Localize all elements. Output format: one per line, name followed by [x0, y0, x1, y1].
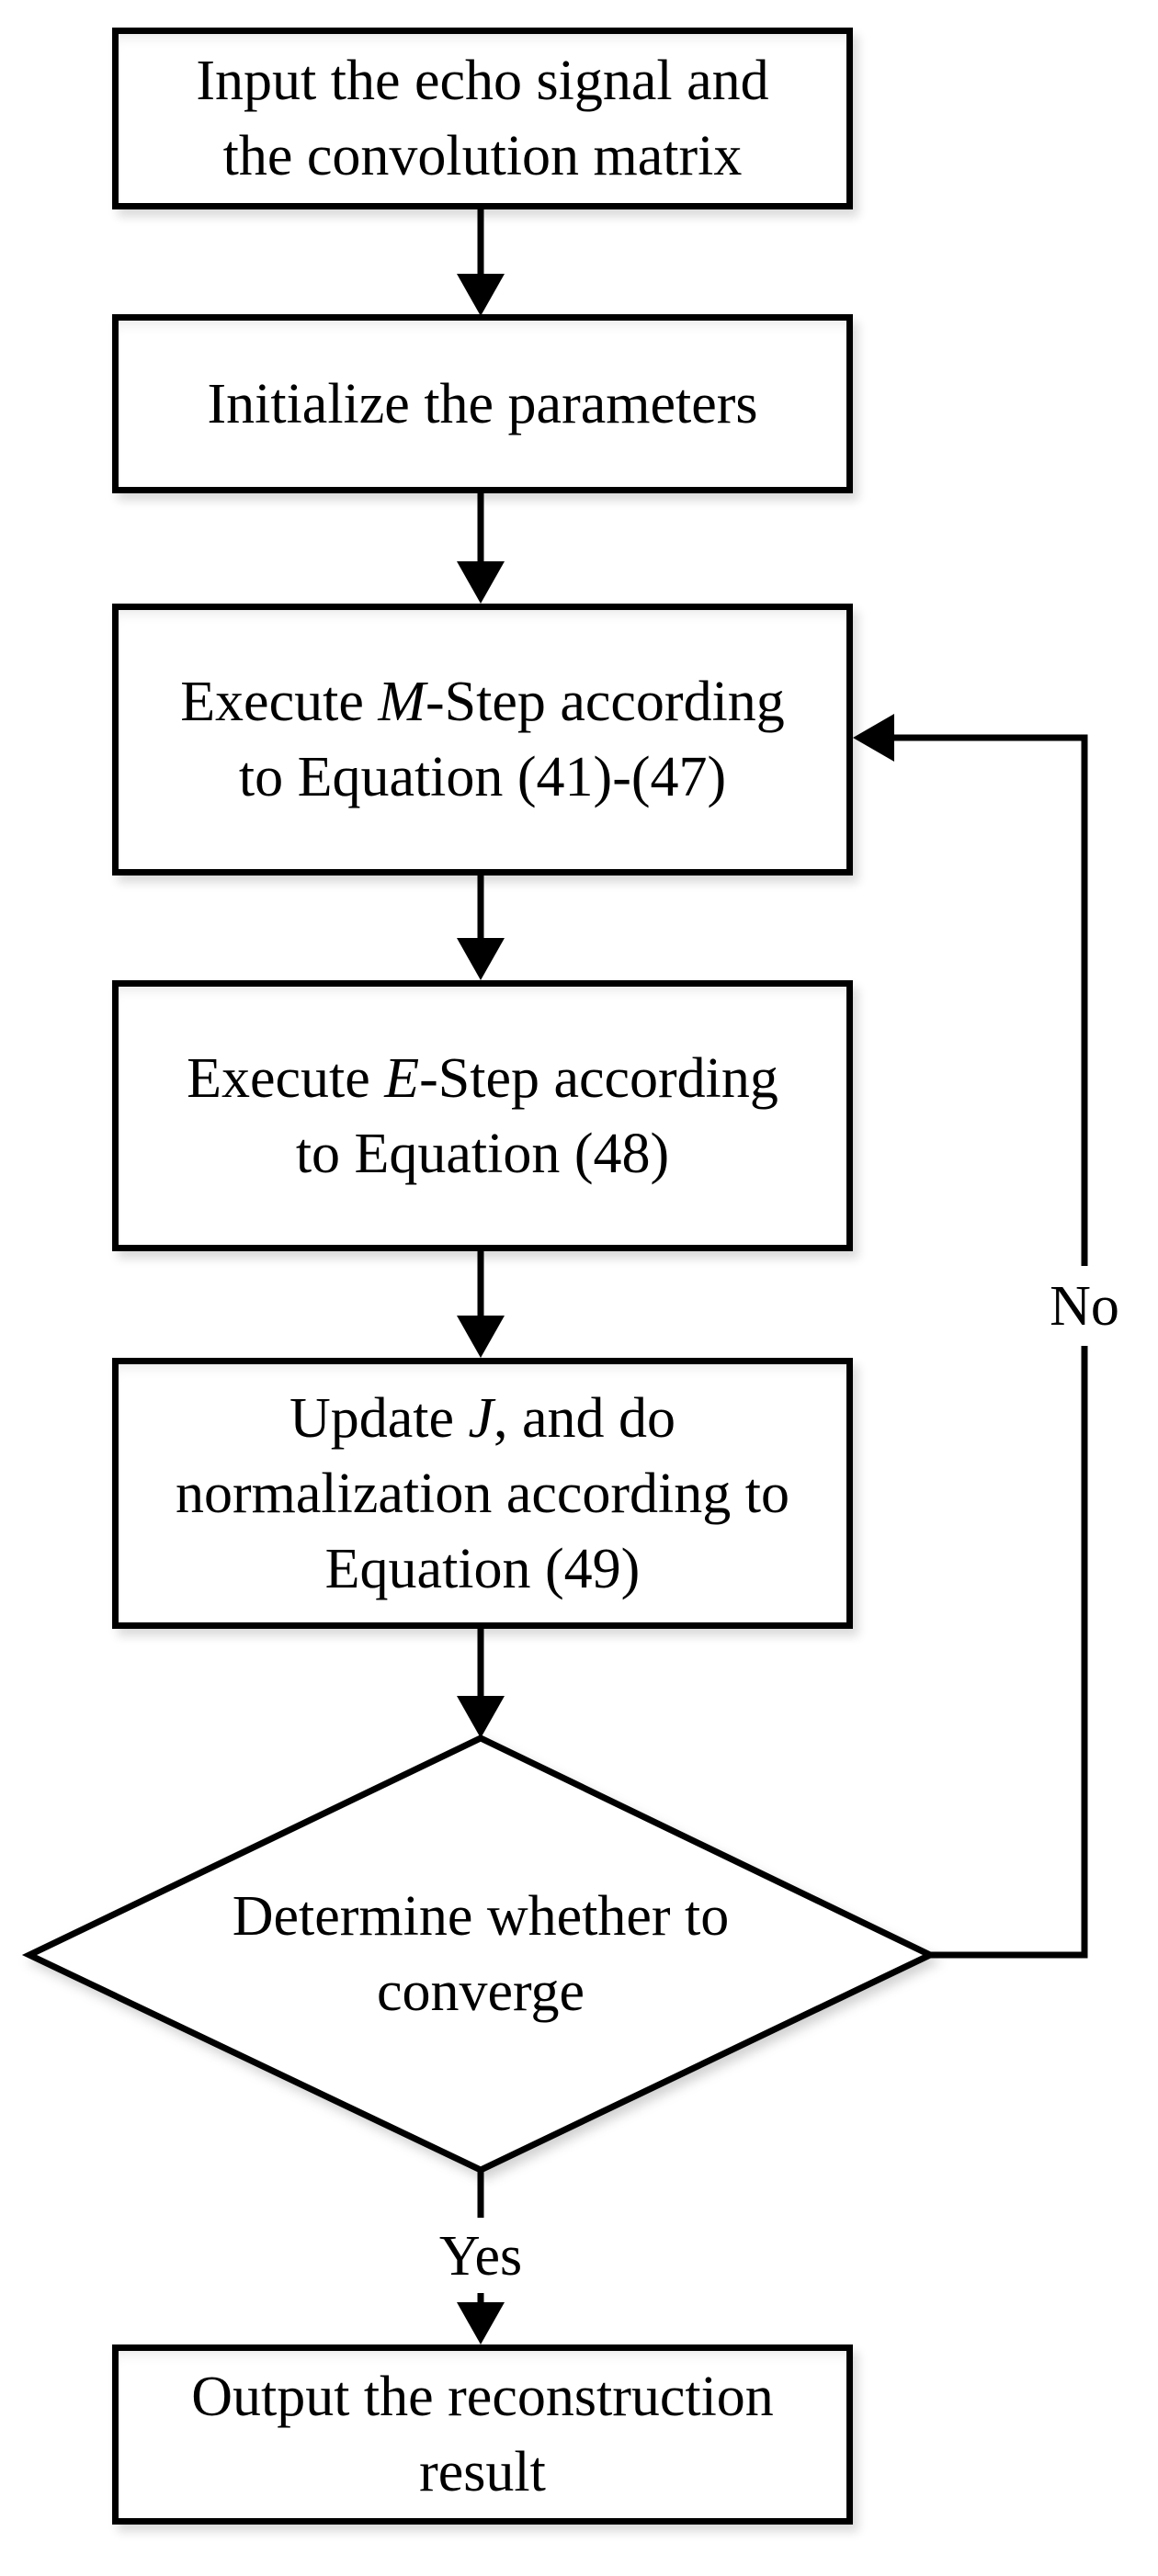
m-step-label-line1: Execute M-Step according: [180, 664, 785, 740]
e-step-label-post: -Step according: [419, 1046, 778, 1110]
e-step-label-line1: Execute E-Step according: [187, 1041, 778, 1116]
output-label-line1: Output the reconstruction: [191, 2366, 774, 2428]
update-label-line2: normalization according to: [176, 1462, 789, 1525]
decision-label: Determine whether to converge: [110, 1879, 851, 2029]
update-label-line3: Equation (49): [324, 1537, 641, 1600]
m-step-label-line2: to Equation (41)-(47): [238, 746, 727, 808]
input-node: Input the echo signal and the convolutio…: [112, 28, 853, 209]
output-node: Output the reconstruction result: [112, 2344, 853, 2525]
input-node-label-line2: the convolution matrix: [222, 125, 743, 187]
m-step-node: Execute M-Step according to Equation (41…: [112, 604, 853, 876]
arrow-m-step-to-e-step: [457, 874, 505, 980]
input-node-label-line1: Input the echo signal and: [196, 50, 769, 112]
initialize-node: Initialize the parameters: [112, 314, 853, 493]
update-label-line1: Update J, and do: [290, 1381, 676, 1456]
e-step-label-italic: E: [384, 1046, 420, 1110]
e-step-label-pre: Execute: [187, 1046, 385, 1110]
e-step-node: Execute E-Step according to Equation (48…: [112, 980, 853, 1251]
m-step-label-pre: Execute: [180, 671, 379, 733]
arrow-update-to-decision: [457, 1627, 505, 1738]
arrow-initialize-to-m-step: [457, 491, 505, 604]
no-branch-label: No: [1050, 1275, 1119, 1338]
arrow-e-step-to-update: [457, 1249, 505, 1358]
arrow-input-to-initialize: [457, 208, 505, 316]
arrow-no-decision-to-m-step: [853, 714, 1088, 1959]
update-node: Update J, and do normalization according…: [112, 1358, 853, 1629]
output-label-line2: result: [419, 2441, 546, 2503]
initialize-node-label: Initialize the parameters: [207, 372, 758, 435]
update-label-italic: J: [468, 1386, 494, 1450]
arrow-yes-decision-to-output: [457, 2168, 505, 2344]
decision-label-line2: converge: [376, 1960, 585, 2023]
decision-label-line1: Determine whether to: [232, 1885, 730, 1948]
m-step-label-italic: M: [378, 671, 426, 733]
update-label-post: , and do: [494, 1386, 676, 1450]
update-label-pre: Update: [289, 1386, 469, 1450]
m-step-label-post: -Step according: [426, 671, 785, 733]
e-step-label-line2: to Equation (48): [295, 1122, 670, 1185]
yes-branch-label: Yes: [438, 2225, 523, 2288]
